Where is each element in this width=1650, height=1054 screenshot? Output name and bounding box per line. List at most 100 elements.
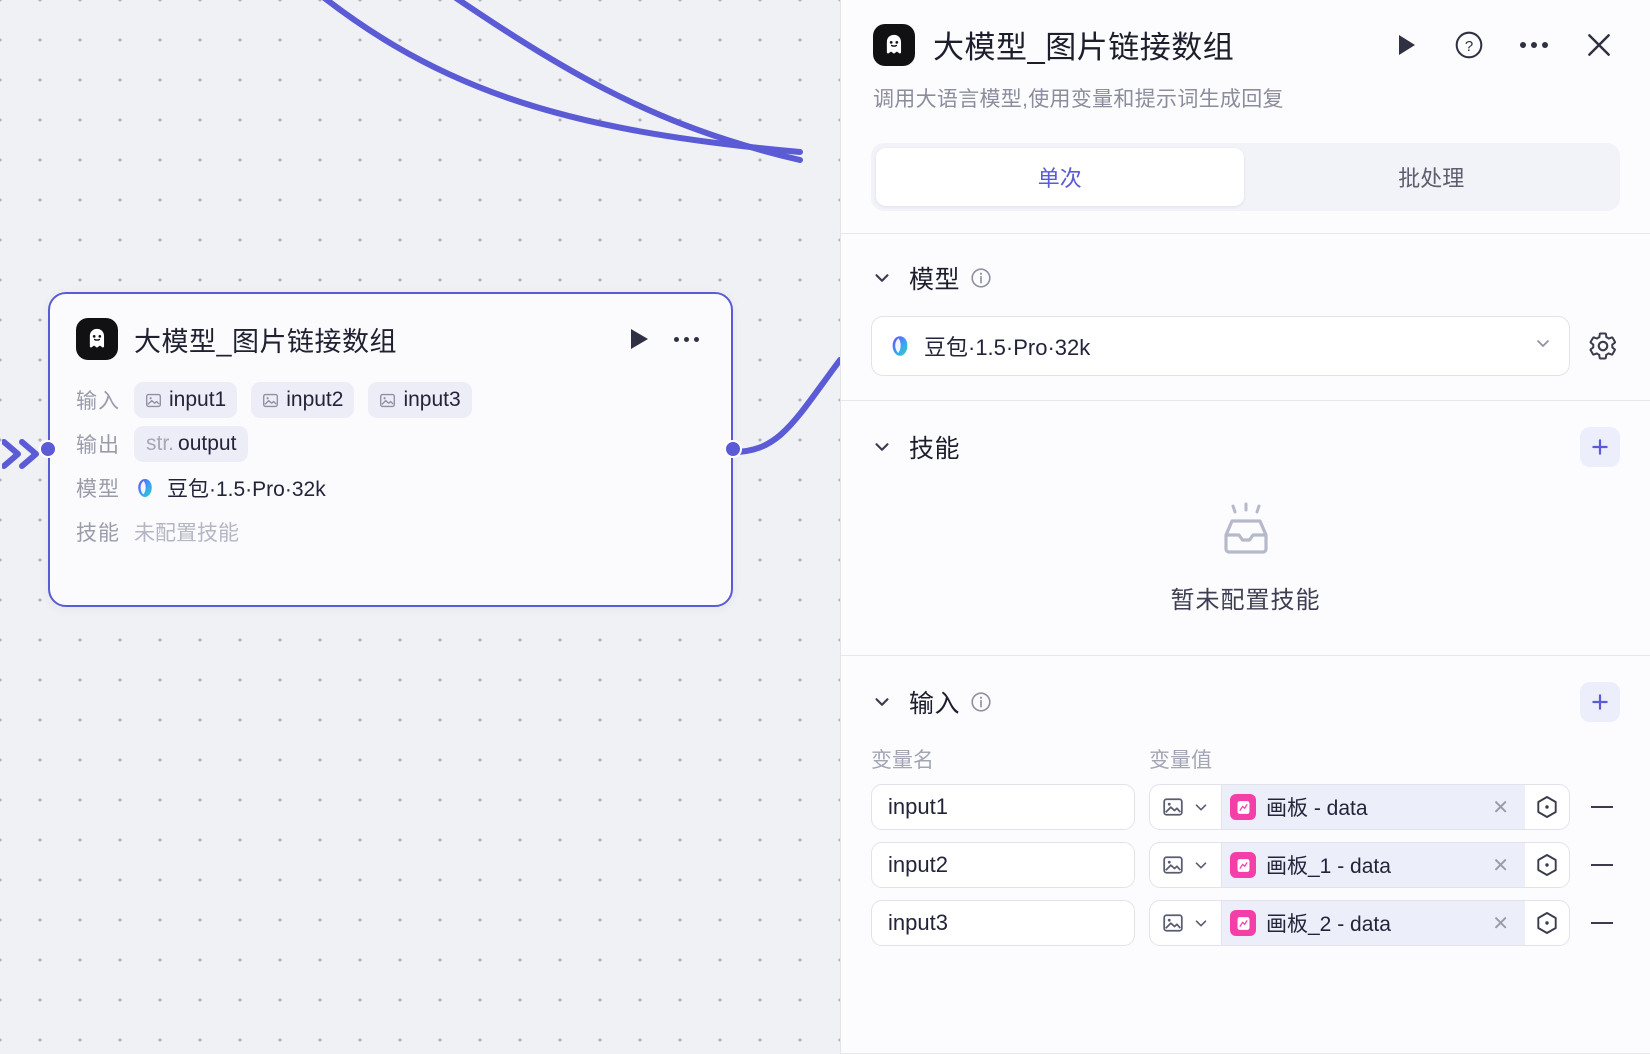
add-skill-button[interactable] (1580, 427, 1620, 467)
input-variable-rows: input1 (871, 784, 1620, 946)
variable-reference-token[interactable]: 画板_1 - data ✕ (1222, 843, 1525, 887)
node-input-chip[interactable]: input1 (134, 382, 238, 418)
column-header-variable-name: 变量名 (871, 749, 934, 772)
node-output-port[interactable] (724, 440, 742, 458)
variable-name-input[interactable]: input2 (871, 842, 1135, 888)
node-input-chip-label: input3 (403, 388, 461, 411)
divider (841, 400, 1650, 401)
variable-name-input[interactable]: input1 (871, 784, 1135, 830)
variable-reference-label: 画板 - data (1266, 797, 1368, 820)
add-input-button[interactable] (1580, 682, 1620, 722)
input-section: 输入 变量名 变量值 input1 (841, 656, 1650, 970)
chevron-down-icon[interactable] (871, 691, 893, 713)
help-icon[interactable]: ? (1454, 30, 1484, 60)
clear-reference-icon[interactable]: ✕ (1492, 912, 1509, 935)
panel-tabs: 单次 批处理 (841, 133, 1650, 233)
variable-value-field: 画板_2 - data ✕ (1149, 900, 1570, 946)
node-skill-label: 技能 (76, 522, 120, 545)
clear-reference-icon[interactable]: ✕ (1492, 854, 1509, 877)
doubao-model-icon (138, 479, 152, 497)
chevron-down-icon (1195, 920, 1207, 927)
chevron-down-icon (1195, 862, 1207, 869)
info-icon[interactable] (970, 691, 992, 713)
divider (841, 233, 1650, 234)
panel-more-button[interactable] (1520, 41, 1548, 48)
variable-reference-label: 画板_2 - data (1266, 913, 1391, 936)
remove-input-row-button[interactable] (1584, 805, 1620, 809)
panel-header: 大模型_图片链接数组 ? 调用大语言模型, (841, 0, 1650, 133)
node-model-value: 豆包·1.5·Pro·32k (167, 478, 326, 501)
node-header: 大模型_图片链接数组 (50, 294, 731, 360)
llm-node[interactable]: 大模型_图片链接数组 输入 input1 (39, 292, 742, 607)
canvas-source-icon (1230, 794, 1256, 820)
close-icon[interactable] (1584, 30, 1614, 60)
node-model-row: 模型 豆包·1.5·Pro·32k (76, 466, 705, 510)
input-section-title: 输入 (909, 690, 961, 718)
chevron-down-icon (1533, 333, 1553, 359)
variable-value-field: 画板 - data ✕ (1149, 784, 1570, 830)
node-output-type: str. (146, 432, 175, 455)
remove-input-row-button[interactable] (1584, 863, 1620, 867)
model-select-value: 豆包·1.5·Pro·32k (924, 335, 1091, 360)
variable-type-select[interactable] (1150, 843, 1222, 887)
input-column-headers: 变量名 变量值 (871, 744, 1620, 774)
locate-source-icon[interactable] (1525, 910, 1569, 936)
variable-reference-token[interactable]: 画板 - data ✕ (1222, 785, 1525, 829)
panel-run-button[interactable] (1396, 33, 1418, 57)
workflow-canvas[interactable]: 大模型_图片链接数组 输入 input1 (0, 0, 840, 1054)
skills-empty-state: 暂未配置技能 (871, 467, 1620, 631)
node-more-button[interactable] (674, 336, 699, 342)
node-run-button[interactable] (631, 329, 648, 349)
variable-type-select[interactable] (1150, 901, 1222, 945)
node-output-chip[interactable]: str.output (134, 426, 249, 462)
gear-icon[interactable] (1586, 329, 1620, 363)
node-output-label: 输出 (76, 434, 120, 457)
ghost-icon (76, 318, 118, 360)
tab-single[interactable]: 单次 (876, 148, 1244, 206)
node-input-chip[interactable]: input3 (368, 382, 472, 418)
node-skill-value: 未配置技能 (134, 522, 239, 545)
node-input-port[interactable] (39, 440, 57, 458)
info-icon[interactable] (970, 267, 992, 289)
variable-type-select[interactable] (1150, 785, 1222, 829)
ghost-icon (873, 23, 915, 66)
tab-batch[interactable]: 批处理 (1398, 166, 1465, 191)
edge-layer (322, 0, 840, 455)
divider (841, 655, 1650, 656)
panel-title: 大模型_图片链接数组 (933, 30, 1235, 65)
canvas-source-icon (1230, 910, 1256, 936)
empty-tray-icon (1223, 502, 1268, 554)
chevron-down-icon (1195, 804, 1207, 811)
remove-input-row-button[interactable] (1584, 921, 1620, 925)
skills-empty-text: 暂未配置技能 (1170, 587, 1321, 614)
locate-source-icon[interactable] (1525, 852, 1569, 878)
model-section: 模型 豆包· (841, 234, 1650, 400)
chevron-down-icon[interactable] (871, 267, 893, 289)
image-icon (1163, 856, 1183, 874)
node-output-name: output (178, 432, 237, 455)
input-row: input3 (871, 900, 1620, 946)
incoming-edge-arrow-icon (2, 439, 39, 469)
variable-reference-label: 画板_1 - data (1266, 855, 1391, 878)
image-icon (1163, 914, 1183, 932)
node-model-label: 模型 (76, 478, 120, 501)
node-output-row: 输出 str.output (76, 422, 705, 466)
svg-text:?: ? (1465, 37, 1473, 54)
canvas-source-icon (1230, 852, 1256, 878)
column-header-variable-value: 变量值 (1149, 749, 1212, 772)
locate-source-icon[interactable] (1525, 794, 1569, 820)
input-row: input2 (871, 842, 1620, 888)
clear-reference-icon[interactable]: ✕ (1492, 796, 1509, 819)
image-icon (1163, 798, 1183, 816)
skills-section: 技能 暂未配置技能 (841, 401, 1650, 655)
variable-value-field: 画板_1 - data ✕ (1149, 842, 1570, 888)
input-row: input1 (871, 784, 1620, 830)
node-input-chip[interactable]: input2 (251, 382, 355, 418)
chevron-down-icon[interactable] (871, 436, 893, 458)
node-input-chip-label: input1 (169, 388, 227, 411)
variable-reference-token[interactable]: 画板_2 - data ✕ (1222, 901, 1525, 945)
variable-name-input[interactable]: input3 (871, 900, 1135, 946)
node-input-chip-label: input2 (286, 388, 344, 411)
model-select[interactable]: 豆包·1.5·Pro·32k (871, 316, 1570, 376)
node-skill-row: 技能 未配置技能 (76, 510, 705, 554)
